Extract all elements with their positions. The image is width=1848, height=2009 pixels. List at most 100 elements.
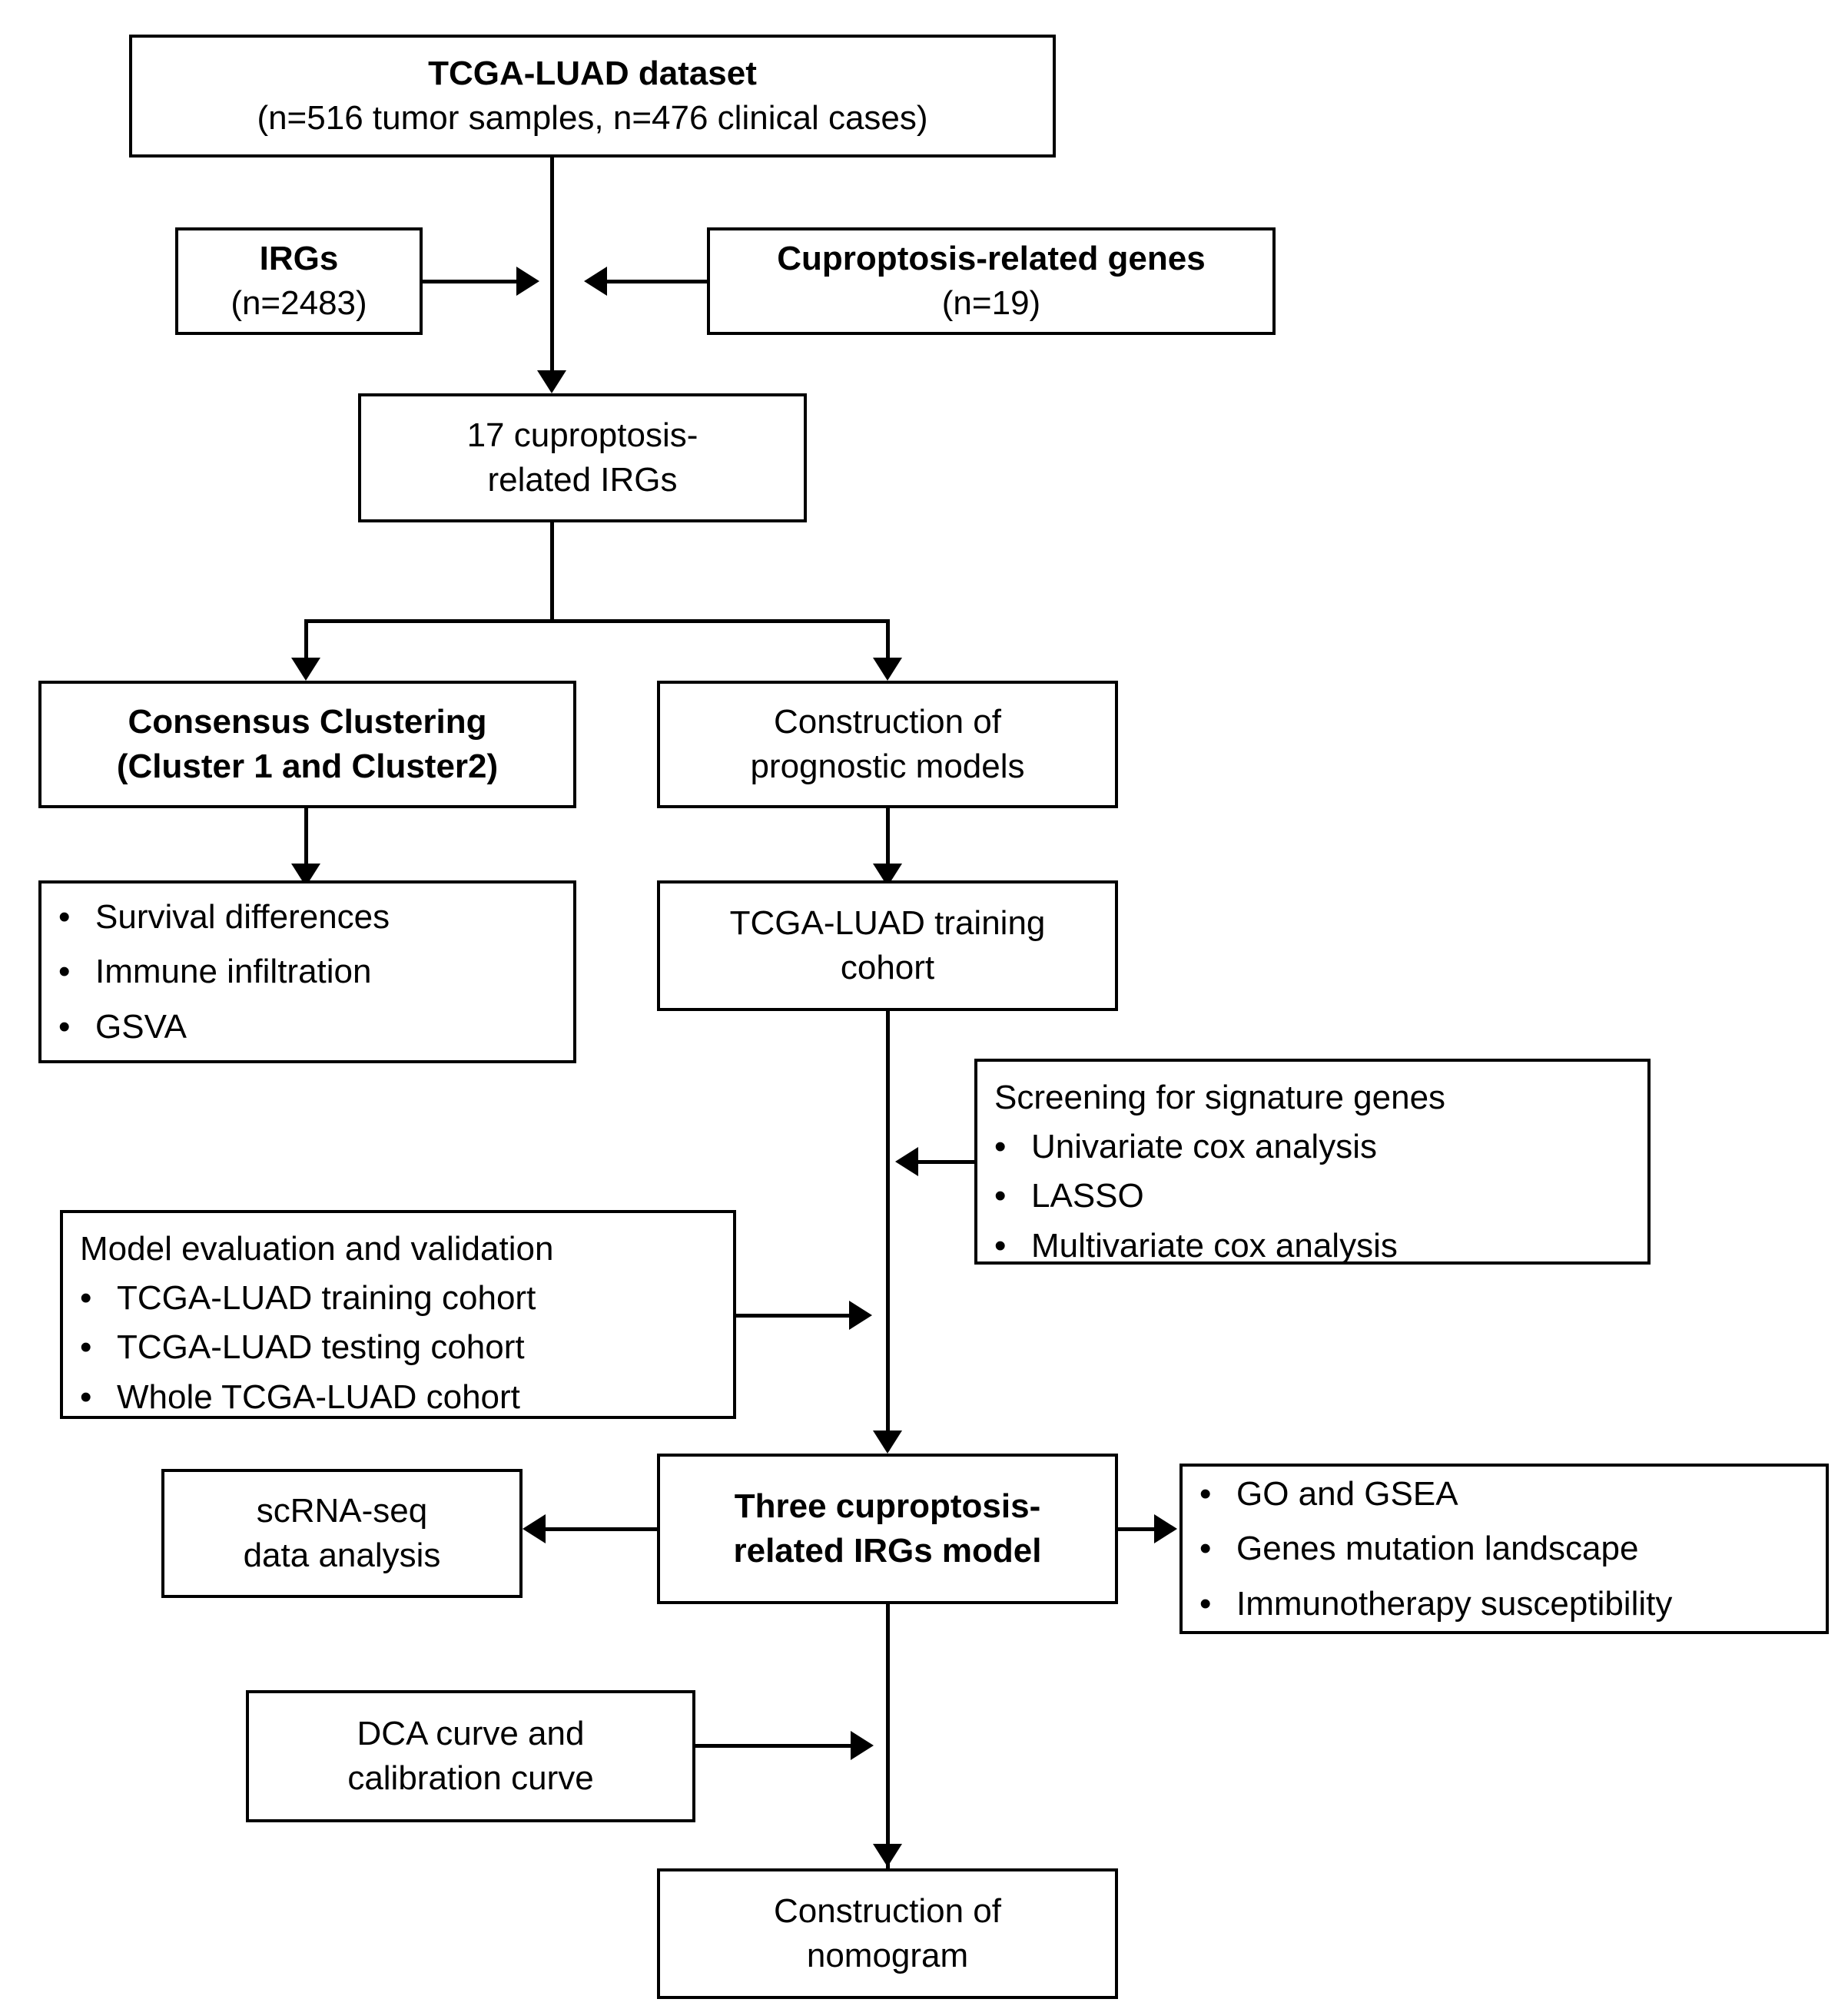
list-item: • Genes mutation landscape (1199, 1527, 1809, 1570)
nomogram-line-1: Construction of (774, 1891, 1001, 1930)
bullet-icon: • (80, 1377, 92, 1416)
list-item: • Survival differences (58, 895, 556, 939)
list-item: • GSVA (58, 1005, 556, 1049)
downstream-item-0: GO and GSEA (1236, 1475, 1458, 1513)
prognostic-models-line-1: Construction of (774, 702, 1001, 741)
consensus-clustering-line-1: Consensus Clustering (128, 702, 487, 741)
node-construction-of-nomogram: Construction of nomogram (657, 1868, 1118, 1999)
connector-17irgs-split-bar (304, 619, 890, 623)
nomogram-line-2: nomogram (806, 1937, 969, 1974)
node-scrna-seq-data-analysis: scRNA-seq data analysis (161, 1469, 523, 1598)
node-three-cuproptosis-related-irgs-model: Three cuproptosis- related IRGs model (657, 1454, 1118, 1604)
model-evaluation-header: Model evaluation and validation (80, 1230, 554, 1268)
cuproptosis-genes-line-2: (n=19) (941, 284, 1041, 322)
connector-dca-to-spine (695, 1744, 853, 1748)
scrna-line-2: data analysis (243, 1537, 441, 1574)
bullet-icon: • (1199, 1584, 1212, 1623)
list-item: • GO and GSEA (1199, 1472, 1809, 1516)
bullet-icon: • (80, 1328, 92, 1367)
bullet-icon: • (1199, 1530, 1212, 1568)
list-item: • Immunotherapy susceptibility (1199, 1582, 1809, 1626)
node-cluster-outputs: • Survival differences • Immune infiltra… (38, 880, 576, 1063)
irgs-line-2: (n=2483) (231, 284, 367, 322)
arrowhead-model-to-nomogram (873, 1844, 902, 1867)
list-item: • TCGA-LUAD testing cohort (80, 1325, 716, 1369)
connector-model-evaluation-to-spine (736, 1314, 851, 1318)
connector-cuproptosis-to-spine (607, 280, 707, 283)
downstream-item-2: Immunotherapy susceptibility (1236, 1584, 1673, 1623)
downstream-item-1: Genes mutation landscape (1236, 1530, 1639, 1568)
bullet-icon: • (80, 1279, 92, 1318)
dca-line-1: DCA curve and (357, 1714, 585, 1752)
list-item: • Multivariate cox analysis (994, 1224, 1631, 1268)
three-irgs-model-line-2: related IRGs model (733, 1532, 1042, 1570)
cluster-output-1: Immune infiltration (95, 953, 372, 991)
arrowhead-to-consensus-clustering (291, 658, 320, 681)
seventeen-irgs-line-1: 17 cuproptosis- (466, 416, 698, 454)
screening-item-0: Univariate cox analysis (1031, 1128, 1377, 1166)
bullet-icon: • (994, 1128, 1007, 1166)
node-tcga-luad-training-cohort: TCGA-LUAD training cohort (657, 880, 1118, 1011)
seventeen-irgs-line-2: related IRGs (487, 461, 678, 499)
connector-screening-to-spine (918, 1160, 977, 1164)
connector-irgs-to-spine (423, 280, 519, 283)
dca-line-2: calibration curve (347, 1759, 594, 1797)
connector-consensus-to-outputs (304, 808, 308, 882)
irgs-line-1: IRGs (259, 239, 339, 277)
consensus-clustering-line-2: (Cluster 1 and Cluster2) (116, 748, 499, 785)
screening-item-1: LASSO (1031, 1177, 1144, 1215)
connector-model-to-nomogram (886, 1604, 890, 1868)
node-downstream-analyses: • GO and GSEA • Genes mutation landscape… (1179, 1464, 1829, 1634)
cluster-output-0: Survival differences (95, 898, 390, 937)
node-irgs: IRGs (n=2483) (175, 227, 423, 335)
node-17-cuproptosis-related-irgs: 17 cuproptosis- related IRGs (358, 393, 807, 522)
prognostic-models-line-2: prognostic models (750, 748, 1025, 785)
bullet-icon: • (58, 898, 71, 937)
model-evaluation-item-2: Whole TCGA-LUAD cohort (117, 1377, 520, 1416)
node-cuproptosis-related-genes: Cuproptosis-related genes (n=19) (707, 227, 1276, 335)
arrowhead-dataset-to-17irgs (537, 370, 566, 393)
node-dca-and-calibration-curve: DCA curve and calibration curve (246, 1690, 695, 1822)
connector-model-to-scrna (546, 1527, 659, 1531)
arrowhead-model-to-downstream (1154, 1514, 1177, 1543)
list-item: • Whole TCGA-LUAD cohort (80, 1375, 716, 1419)
three-irgs-model-line-1: Three cuproptosis- (734, 1487, 1041, 1525)
training-cohort-line-2: cohort (840, 949, 935, 986)
screening-header: Screening for signature genes (994, 1079, 1446, 1116)
screening-item-2: Multivariate cox analysis (1031, 1226, 1398, 1265)
dataset-line-1: TCGA-LUAD dataset (428, 54, 757, 92)
arrowhead-dca-to-spine (851, 1731, 874, 1760)
arrowhead-model-evaluation-to-spine (849, 1301, 872, 1330)
node-tcga-luad-dataset: TCGA-LUAD dataset (n=516 tumor samples, … (129, 35, 1056, 157)
bullet-icon: • (58, 1007, 71, 1046)
node-consensus-clustering: Consensus Clustering (Cluster 1 and Clus… (38, 681, 576, 808)
list-item: • LASSO (994, 1174, 1631, 1218)
connector-17irgs-to-consensus (304, 619, 308, 668)
arrowhead-screening-to-spine (895, 1147, 918, 1176)
bullet-icon: • (58, 953, 71, 991)
connector-17irgs-stem (550, 522, 554, 622)
node-model-evaluation-and-validation: Model evaluation and validation • TCGA-L… (60, 1210, 736, 1419)
list-item: • Univariate cox analysis (994, 1125, 1631, 1169)
arrowhead-to-three-irgs-model (873, 1431, 902, 1454)
arrowhead-cuproptosis-to-spine (584, 267, 607, 296)
scrna-line-1: scRNA-seq (256, 1491, 428, 1530)
cuproptosis-genes-line-1: Cuproptosis-related genes (777, 239, 1206, 277)
connector-training-to-three-irgs-model (886, 1011, 890, 1450)
bullet-icon: • (994, 1177, 1007, 1215)
model-evaluation-item-0: TCGA-LUAD training cohort (117, 1279, 536, 1318)
arrowhead-irgs-to-spine (516, 267, 539, 296)
connector-17irgs-to-prognostic (886, 619, 890, 668)
arrowhead-model-to-scrna (523, 1514, 546, 1543)
connector-prognostic-to-training (886, 808, 890, 882)
bullet-icon: • (1199, 1475, 1212, 1513)
list-item: • Immune infiltration (58, 950, 556, 993)
cluster-output-2: GSVA (95, 1007, 187, 1046)
arrowhead-to-prognostic-models (873, 658, 902, 681)
bullet-icon: • (994, 1226, 1007, 1265)
node-screening-for-signature-genes: Screening for signature genes • Univaria… (974, 1059, 1651, 1265)
dataset-line-2: (n=516 tumor samples, n=476 clinical cas… (257, 99, 928, 137)
model-evaluation-item-1: TCGA-LUAD testing cohort (117, 1328, 525, 1367)
node-construction-of-prognostic-models: Construction of prognostic models (657, 681, 1118, 808)
